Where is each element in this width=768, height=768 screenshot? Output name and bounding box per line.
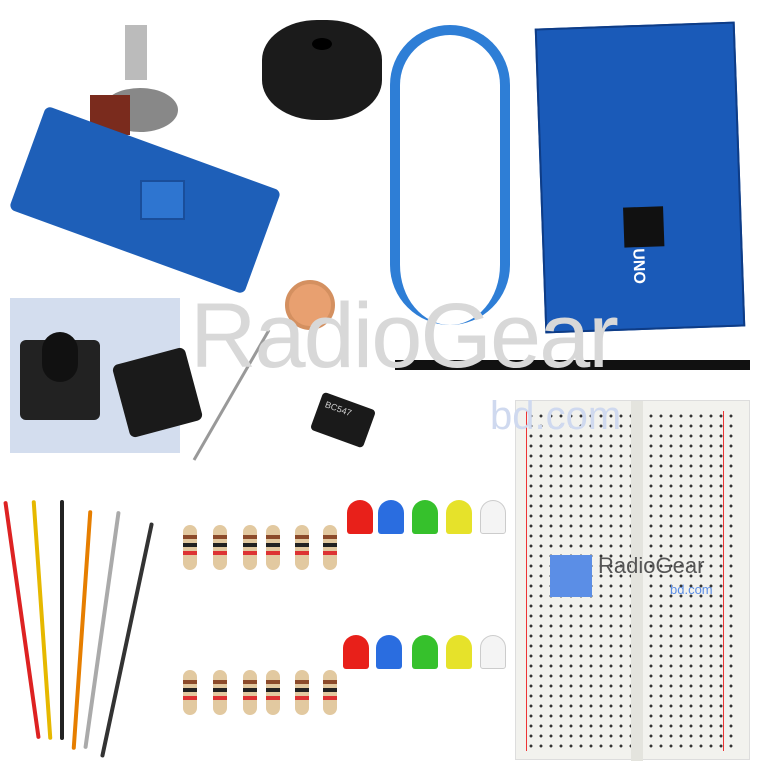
- led-red: [343, 635, 369, 669]
- led-blue: [376, 635, 402, 669]
- power-rail-line: [526, 411, 527, 751]
- breadboard-channel: [631, 401, 643, 761]
- usb-cable: [390, 25, 510, 325]
- pin-header: [395, 360, 750, 370]
- resistor: [213, 525, 227, 570]
- watermark-small-domain: bd.com: [670, 582, 713, 597]
- watermark-domain: bd.com: [490, 394, 622, 438]
- ldr-sensor: [285, 280, 335, 330]
- watermark-small-logo: [550, 555, 592, 597]
- resistor: [183, 670, 197, 715]
- led-green: [412, 635, 438, 669]
- potentiometer: [90, 25, 178, 135]
- led-red: [347, 500, 373, 534]
- resistor: [295, 525, 309, 570]
- resistor: [183, 525, 197, 570]
- transistor: BC547: [309, 391, 377, 449]
- led-green: [412, 500, 438, 534]
- buzzer: [262, 20, 382, 120]
- uno-label: UNO: [629, 248, 648, 285]
- resistor: [213, 670, 227, 715]
- jumper-wire: [100, 522, 154, 758]
- resistor: [243, 525, 257, 570]
- resistor: [323, 525, 337, 570]
- resistor: [295, 670, 309, 715]
- resistor: [323, 670, 337, 715]
- resistor: [266, 670, 280, 715]
- watermark-text: RadioGear: [190, 285, 619, 387]
- resistor: [243, 670, 257, 715]
- led-blue: [378, 500, 404, 534]
- power-rail-line: [723, 411, 724, 751]
- trimmer-pot: [140, 180, 185, 220]
- transistor-marking: BC547: [323, 399, 353, 419]
- led-white: [480, 500, 506, 534]
- watermark-small: RadioGear bd.com: [550, 555, 740, 603]
- led-yellow: [446, 635, 472, 669]
- led-white: [480, 635, 506, 669]
- jumper-wire: [60, 500, 64, 740]
- watermark-small-brand: RadioGear: [598, 553, 705, 578]
- microcontroller-chip: [623, 206, 665, 248]
- push-button: [20, 332, 100, 420]
- resistor: [266, 525, 280, 570]
- led-yellow: [446, 500, 472, 534]
